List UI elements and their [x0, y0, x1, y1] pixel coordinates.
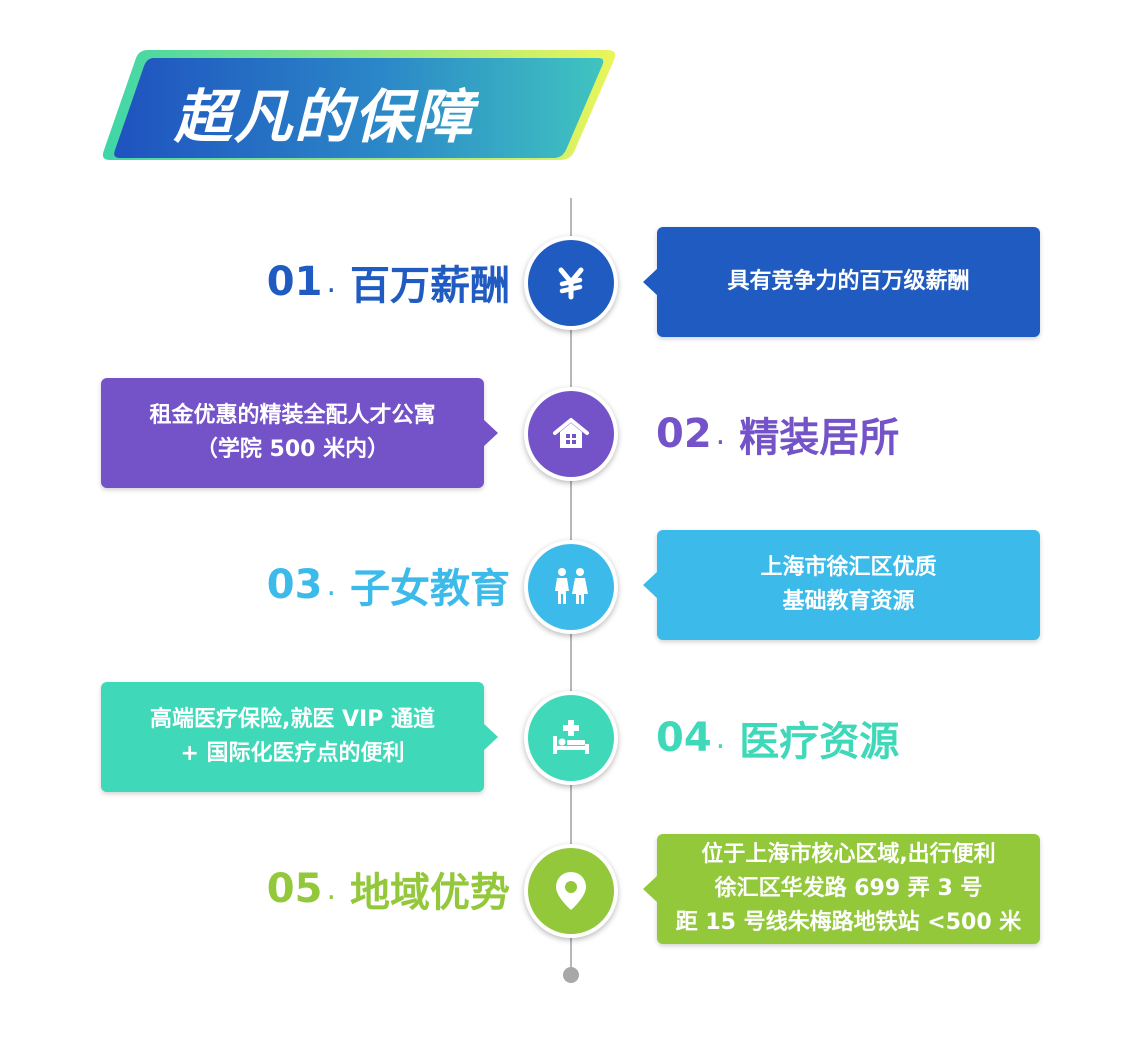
item-03-number: 03 — [266, 562, 323, 608]
item-04-number: 04 — [656, 715, 712, 761]
family-icon — [555, 568, 588, 604]
item-03-card-line: 上海市徐汇区优质 — [760, 555, 937, 580]
item-02-card-line: 租金优惠的精装全配人才公寓 — [149, 403, 436, 428]
banner-shape — [102, 50, 616, 160]
item-03-node — [524, 540, 618, 634]
item-04-title: 医疗资源 — [739, 719, 900, 765]
item-02-card: 租金优惠的精装全配人才公寓 （学院 500 米内） — [101, 378, 498, 488]
item-05-card: 位于上海市核心区域,出行便利 徐汇区华发路 699 弄 3 号 距 15 号线朱… — [643, 834, 1040, 944]
hospital-bed-icon — [553, 720, 589, 754]
item-01-number: 01 — [266, 259, 323, 305]
item-05-card-line: 距 15 号线朱梅路地铁站 <500 米 — [675, 910, 1022, 935]
item-04-card: 高端医疗保险,就医 VIP 通道 + 国际化医疗点的便利 — [101, 682, 498, 792]
item-05-heading: 05.地域优势 — [210, 859, 510, 919]
item-04-heading: 04.医疗资源 — [656, 708, 976, 768]
item-05-number: 05 — [266, 866, 323, 912]
item-02-node — [524, 387, 618, 481]
item-05-title: 地域优势 — [350, 870, 510, 916]
item-01-heading: 01.百万薪酬 — [210, 252, 510, 312]
location-pin-icon — [556, 872, 586, 910]
item-04-card-line: + 国际化医疗点的便利 — [180, 741, 405, 766]
item-05-card-line: 位于上海市核心区域,出行便利 — [701, 842, 996, 867]
timeline-end-dot — [563, 967, 579, 983]
item-02-title: 精装居所 — [739, 415, 900, 461]
item-01-title: 百万薪酬 — [350, 263, 510, 309]
item-01-card-line: 具有竞争力的百万级薪酬 — [727, 269, 970, 294]
item-03-card: 上海市徐汇区优质 基础教育资源 — [643, 530, 1040, 640]
item-01-card: 具有竞争力的百万级薪酬 — [643, 227, 1040, 337]
yen-icon — [558, 267, 584, 300]
item-04-node — [524, 691, 618, 785]
banner: 超凡的保障 — [100, 48, 620, 166]
item-01-node — [524, 236, 618, 330]
item-03-card-line: 基础教育资源 — [782, 589, 915, 614]
item-02-number: 02 — [656, 411, 712, 457]
item-03-title: 子女教育 — [350, 566, 510, 612]
banner-title: 超凡的保障 — [174, 83, 475, 151]
item-03-heading: 03.子女教育 — [210, 555, 510, 615]
item-02-heading: 02.精装居所 — [656, 404, 976, 464]
item-02-card-line: （学院 500 米内） — [195, 437, 390, 462]
item-05-card-line: 徐汇区华发路 699 弄 3 号 — [714, 876, 983, 901]
item-04-card-line: 高端医疗保险,就医 VIP 通道 — [149, 707, 435, 732]
item-05-node — [524, 844, 618, 938]
house-icon — [553, 418, 589, 448]
